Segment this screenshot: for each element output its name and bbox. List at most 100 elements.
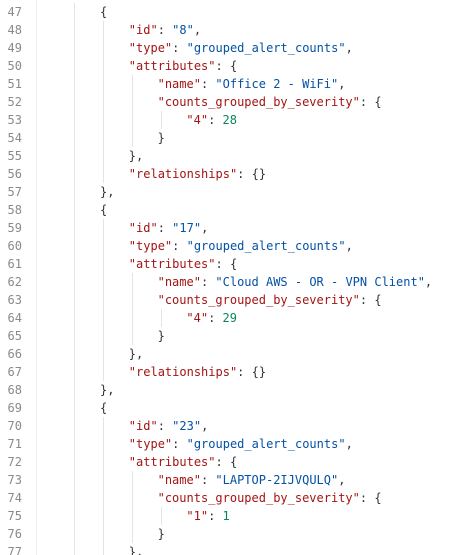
json-punctuation: : { [359,95,382,109]
code-line[interactable]: 58{ [0,201,458,219]
code-line[interactable]: 68}, [0,381,458,399]
code-text[interactable]: { [100,399,107,417]
json-punctuation: { [100,401,108,415]
json-punctuation: , [201,221,209,235]
line-number: 70 [7,419,22,433]
code-line[interactable]: 49"type": "grouped_alert_counts", [0,39,458,57]
code-line[interactable]: 59 "id": "17", [0,219,458,237]
json-string: "grouped_alert_counts" [186,41,346,55]
code-text[interactable]: { [100,3,107,21]
code-text[interactable]: "name": "LAPTOP-2IJVQULQ", [158,471,346,489]
json-punctuation: , [345,239,353,253]
line-number: 59 [7,221,22,235]
code-line[interactable]: 61 "attributes": { [0,255,458,273]
code-text[interactable]: }, [129,543,143,555]
code-line[interactable]: 74"counts_grouped_by_severity": { [0,489,458,507]
json-string: "Office 2 - WiFi" [215,77,339,91]
code-text[interactable]: "attributes": { [129,57,237,75]
indent-guide [131,273,133,345]
code-line[interactable]: 77}, [0,543,458,555]
code-line[interactable]: 63"counts_grouped_by_severity": { [0,291,458,309]
code-line[interactable]: 71"type": "grouped_alert_counts", [0,435,458,453]
code-line[interactable]: 62"name": "Cloud AWS - OR - VPN Client", [0,273,458,291]
code-line[interactable]: 65} [0,327,458,345]
code-line[interactable]: 53"4": 28 [0,111,458,129]
line-number: 54 [7,131,22,145]
json-punctuation: : [172,41,187,55]
json-punctuation: } [157,527,165,541]
code-text[interactable]: "relationships": {} [129,165,266,183]
line-number: 57 [7,185,22,199]
code-text[interactable]: "id": "17", [129,219,209,237]
json-key: "type" [128,437,173,451]
code-text[interactable]: "id": "23", [129,417,209,435]
line-number: 67 [7,365,22,379]
json-key: "attributes" [128,59,216,73]
code-text[interactable]: }, [129,345,143,363]
code-text[interactable]: } [158,129,165,147]
json-key: "attributes" [128,257,216,271]
code-line[interactable]: 69 { [0,399,458,417]
code-text[interactable]: }, [129,147,143,165]
code-text[interactable]: "attributes": { [129,453,237,471]
code-line[interactable]: 67 "relationships": {} [0,363,458,381]
code-text[interactable]: } [158,525,165,543]
json-key: "id" [128,419,158,433]
code-text[interactable]: "counts_grouped_by_severity": { [158,291,382,309]
code-text[interactable]: "1": 1 [186,507,229,525]
code-text[interactable]: "attributes": { [129,255,237,273]
line-number: 73 [7,473,22,487]
code-line[interactable]: 72"attributes": { [0,453,458,471]
line-number-gutter [0,0,34,555]
line-number: 61 [7,257,22,271]
code-text[interactable]: "relationships": {} [129,363,266,381]
indent-guide [160,507,162,525]
code-text[interactable]: "id": "8", [129,21,201,39]
code-line[interactable]: 66}, [0,345,458,363]
line-number: 69 [7,401,22,415]
code-text[interactable]: "4": 29 [186,309,237,327]
json-punctuation: : [172,437,187,451]
code-line[interactable]: 60"type": "grouped_alert_counts", [0,237,458,255]
code-line[interactable]: 64"4": 29 [0,309,458,327]
code-line[interactable]: 57}, [0,183,458,201]
code-line[interactable]: 73 "name": "LAPTOP-2IJVQULQ", [0,471,458,489]
json-key: "name" [157,77,201,91]
indent-guide [103,417,104,555]
json-key: "4" [186,311,209,325]
code-line[interactable]: 55}, [0,147,458,165]
code-line[interactable]: 76} [0,525,458,543]
json-string: "Cloud AWS - OR - VPN Client" [215,275,425,289]
json-punctuation: : [157,419,173,433]
code-text[interactable]: "name": "Cloud AWS - OR - VPN Client", [158,273,433,291]
code-text[interactable]: "type": "grouped_alert_counts", [129,39,353,57]
code-text[interactable]: "type": "grouped_alert_counts", [129,435,353,453]
code-line[interactable]: 56"relationships": {} [0,165,458,183]
code-line[interactable]: 70 "id": "23", [0,417,458,435]
code-text[interactable]: }, [100,381,114,399]
json-punctuation: , [345,41,353,55]
json-punctuation: : { [215,257,238,271]
indent-guide [131,75,133,147]
code-text[interactable]: "name": "Office 2 - WiFi", [158,75,346,93]
code-text[interactable]: }, [100,183,114,201]
line-number: 75 [7,509,22,523]
line-number: 55 [7,149,22,163]
code-line[interactable]: 50"attributes": { [0,57,458,75]
code-line[interactable]: 47{ [0,3,458,21]
json-punctuation: : [200,275,216,289]
code-line[interactable]: 75 "1": 1 [0,507,458,525]
code-text[interactable]: { [100,201,107,219]
json-key: "counts_grouped_by_severity" [157,293,360,307]
code-line[interactable]: 54} [0,129,458,147]
code-text[interactable]: "counts_grouped_by_severity": { [158,489,382,507]
json-punctuation: , [345,437,353,451]
code-text[interactable]: "type": "grouped_alert_counts", [129,237,353,255]
code-text[interactable]: "counts_grouped_by_severity": { [158,93,382,111]
code-line[interactable]: 51"name": "Office 2 - WiFi", [0,75,458,93]
code-text[interactable]: "4": 28 [186,111,237,129]
code-text[interactable]: } [158,327,165,345]
code-line[interactable]: 52"counts_grouped_by_severity": { [0,93,458,111]
code-line[interactable]: 48"id": "8", [0,21,458,39]
